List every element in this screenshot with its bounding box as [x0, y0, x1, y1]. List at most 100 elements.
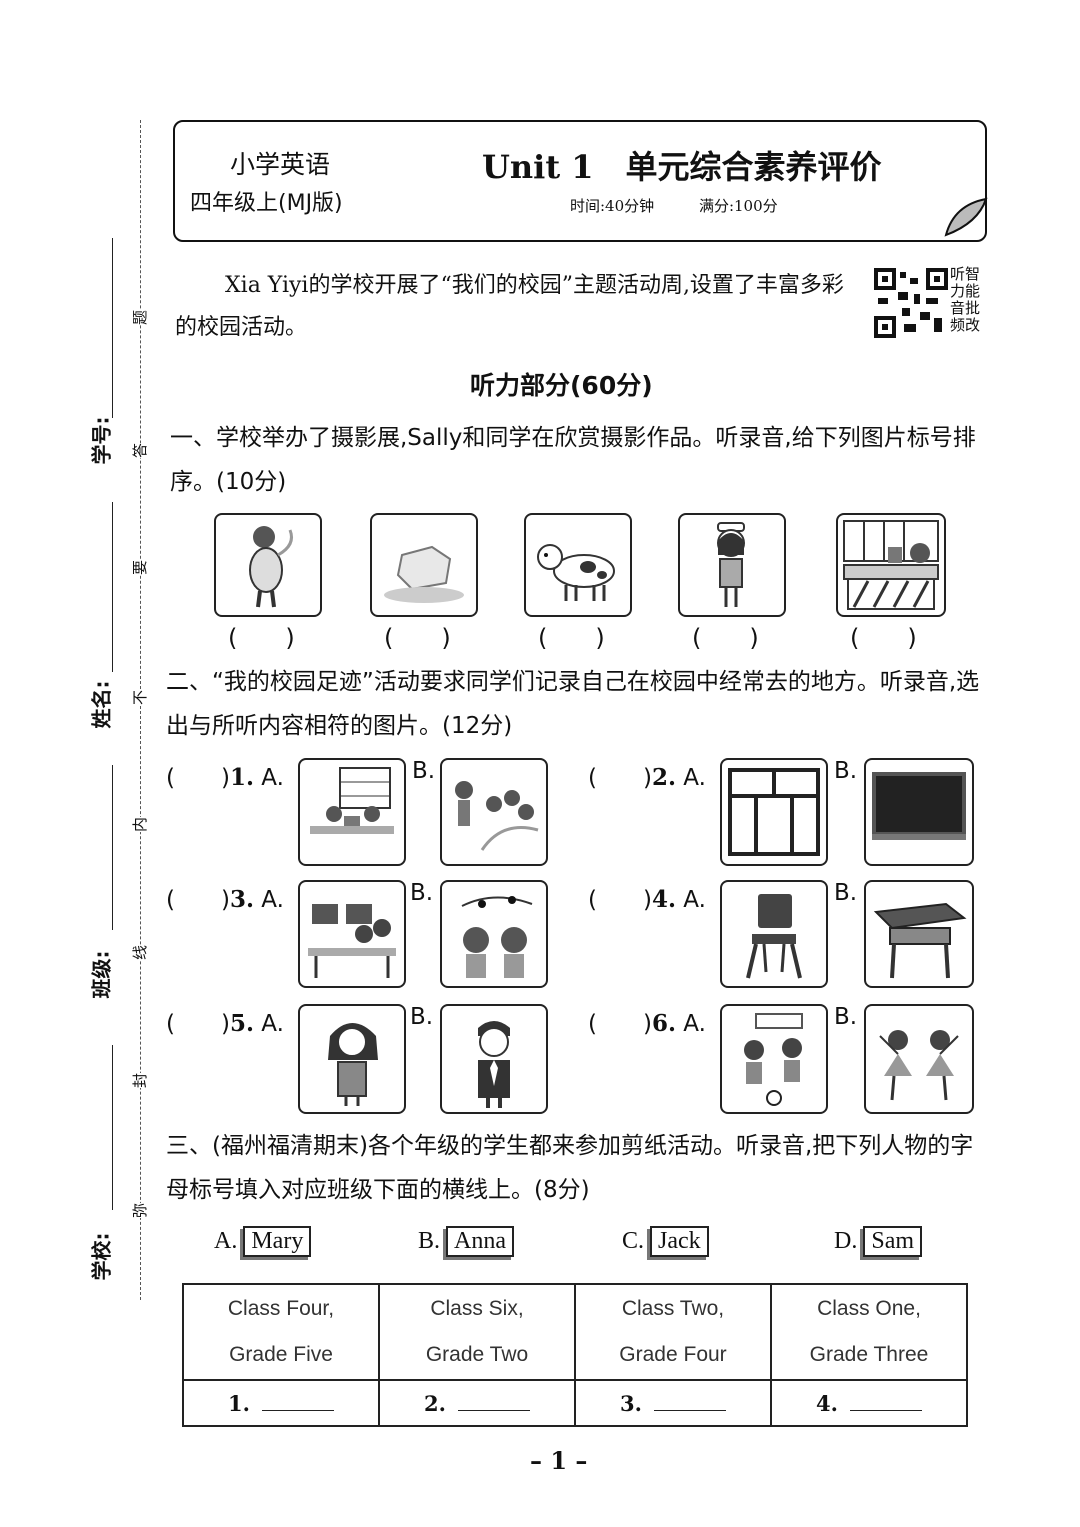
answer-blank[interactable]	[457, 1409, 530, 1411]
girl-student-icon	[717, 522, 745, 607]
name-box: Anna	[446, 1226, 514, 1257]
q2-1-option-b	[440, 758, 548, 866]
school-label: 学校:	[89, 1232, 114, 1281]
seal-char: 内	[127, 816, 153, 833]
q2-4-label-b: B.	[834, 880, 858, 906]
answer-blank[interactable]	[261, 1409, 334, 1411]
table-row: Class Four,Grade Five Class Six,Grade Tw…	[182, 1283, 968, 1381]
answer-cell[interactable]: 2.	[378, 1379, 576, 1427]
window-icon	[728, 768, 820, 856]
class-cell: Class Two,Grade Four	[574, 1283, 772, 1381]
time-label: 时间:40分钟	[570, 197, 655, 215]
side-line-3	[112, 765, 113, 930]
name-label: 姓名:	[89, 680, 114, 729]
q1-picture-4	[678, 513, 786, 617]
page-title: Unit 1 单元综合素养评价	[482, 148, 882, 186]
answer-blank[interactable]	[849, 1409, 922, 1411]
music-room-icon	[461, 896, 533, 978]
q2-1-option-a	[298, 758, 406, 866]
library-icon	[310, 767, 394, 834]
question-2-text: 二、“我的校园足迹”活动要求同学们记录自己在校园中经常去的地方。听录音,选出与所…	[166, 669, 980, 739]
q2-2-option-b	[864, 758, 974, 866]
score-label: 满分:100分	[698, 197, 778, 215]
answer-paren[interactable]: ( )	[588, 887, 652, 913]
answer-cell[interactable]: 3.	[574, 1379, 772, 1427]
answer-paren[interactable]: ( )	[692, 624, 759, 652]
seal-char: 题	[127, 309, 153, 326]
seal-char: 要	[127, 559, 153, 576]
class-cell: Class Six,Grade Two	[378, 1283, 576, 1381]
q2-6-option-b	[864, 1004, 974, 1114]
woman-teacher-icon	[328, 1023, 378, 1106]
q2-1-label-b: B.	[412, 758, 436, 784]
man-teacher-icon	[478, 1021, 510, 1108]
q2-6-option-a	[720, 1004, 828, 1114]
q2-item-4: ( )4. A.	[588, 886, 706, 913]
answer-cell[interactable]: 1.	[182, 1379, 380, 1427]
football-kids-icon	[744, 1013, 803, 1106]
q1-picture-5	[836, 513, 946, 617]
class-label: 班级:	[89, 950, 114, 999]
ice-melting-icon	[384, 545, 464, 603]
q2-4-option-b	[864, 880, 974, 988]
answer-paren[interactable]: ( )	[588, 1011, 652, 1037]
question-1-text: 一、学校举办了摄影展,Sally和同学在欣赏摄影作品。听录音,给下列图片标号排序…	[170, 425, 976, 495]
class-cell: Class One,Grade Three	[770, 1283, 968, 1381]
desk-icon	[873, 902, 967, 979]
playground-kids-icon	[455, 781, 539, 851]
answer-paren[interactable]: ( )	[228, 624, 295, 652]
q2-item-1: ( )1. A.	[166, 764, 284, 791]
q2-6-label-b: B.	[834, 1004, 858, 1030]
side-line-1	[112, 238, 113, 418]
qr-code-icon[interactable]	[874, 268, 948, 338]
q2-3-option-a	[298, 880, 406, 988]
seal-line	[140, 120, 141, 1300]
q2-4-option-a	[720, 880, 828, 988]
answer-blank[interactable]	[653, 1409, 726, 1411]
answer-paren[interactable]: ( )	[538, 624, 605, 652]
shop-icon	[843, 520, 939, 610]
seal-char: 不	[127, 689, 153, 706]
seal-char: 线	[127, 944, 153, 961]
name-option-d: D.Sam	[834, 1226, 923, 1257]
name-box: Sam	[863, 1226, 923, 1257]
dancing-kids-icon	[879, 1030, 959, 1101]
class-table: Class Four,Grade Five Class Six,Grade Tw…	[182, 1283, 968, 1427]
answer-paren[interactable]: ( )	[384, 624, 451, 652]
seal-char: 封	[127, 1072, 153, 1089]
header-box	[173, 120, 987, 242]
answer-paren[interactable]: ( )	[588, 765, 652, 791]
q2-5-label-b: B.	[410, 1004, 434, 1030]
class-cell: Class Four,Grade Five	[182, 1283, 380, 1381]
q2-item-2: ( )2. A.	[588, 764, 706, 791]
answer-paren[interactable]: ( )	[166, 887, 230, 913]
chair-icon	[746, 894, 802, 979]
name-option-a: A.Mary	[214, 1226, 312, 1257]
q2-3-label-b: B.	[410, 880, 434, 906]
q2-2-label-b: B.	[834, 758, 858, 784]
qr-caption: 听智力能音批频改	[950, 265, 981, 334]
q2-3-option-b	[440, 880, 548, 988]
answer-paren[interactable]: ( )	[850, 624, 917, 652]
girl-warm-icon	[249, 526, 293, 608]
computer-room-icon	[308, 904, 396, 978]
exam-meta: 时间:40分钟 满分:100分	[570, 195, 818, 216]
answer-paren[interactable]: ( )	[166, 1011, 230, 1037]
q2-item-6: ( )6. A.	[588, 1010, 706, 1037]
q2-5-option-b	[440, 1004, 548, 1114]
name-box: Jack	[650, 1226, 709, 1257]
q2-2-option-a	[720, 758, 828, 866]
q1-picture-3	[524, 513, 632, 617]
answer-paren[interactable]: ( )	[166, 765, 230, 791]
intro-text: Xia Yiyi的学校开展了“我们的校园”主题活动周,设置了丰富多彩的校园活动。	[175, 273, 844, 340]
q1-picture-2	[370, 513, 478, 617]
question-3-text: 三、(福州福清期末)各个年级的学生都来参加剪纸活动。听录音,把下列人物的字母标号…	[166, 1133, 974, 1203]
page-number: – 1 –	[530, 1446, 588, 1475]
q2-5-option-a	[298, 1004, 406, 1114]
table-row: 1. 2. 3. 4.	[182, 1379, 968, 1427]
seal-char: 答	[127, 442, 153, 459]
side-line-2	[112, 502, 113, 672]
name-box: Mary	[243, 1226, 312, 1257]
answer-cell[interactable]: 4.	[770, 1379, 968, 1427]
name-option-b: B.Anna	[418, 1226, 514, 1257]
